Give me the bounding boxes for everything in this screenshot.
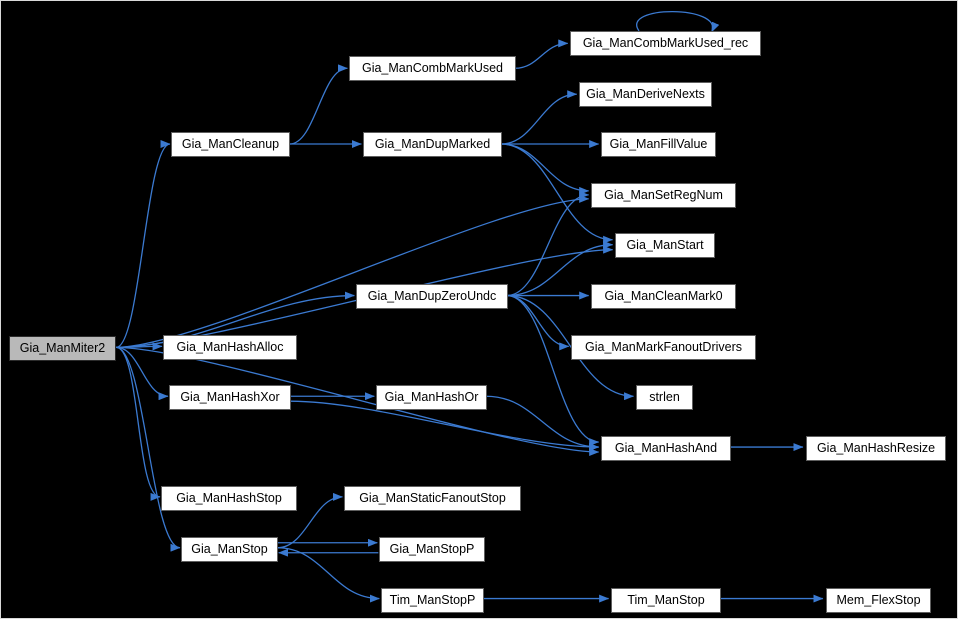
edge-dupmarked-start xyxy=(500,143,614,244)
edge-stop-staticfanoutstop xyxy=(277,492,343,549)
node-hashor[interactable]: Gia_ManHashOr xyxy=(376,385,487,410)
node-fillvalue[interactable]: Gia_ManFillValue xyxy=(601,132,716,157)
node-derivenexts[interactable]: Gia_ManDeriveNexts xyxy=(579,82,712,107)
edge-hashor-hashand xyxy=(485,395,600,452)
node-hashand[interactable]: Gia_ManHashAnd xyxy=(601,436,731,461)
node-staticfanoutstop[interactable]: Gia_ManStaticFanoutStop xyxy=(344,486,521,511)
node-timstop[interactable]: Tim_ManStop xyxy=(611,588,721,613)
edge-cleanup-combmarkused xyxy=(289,64,348,145)
node-cleanup[interactable]: Gia_ManCleanup xyxy=(171,132,290,157)
edge-miter2-stop xyxy=(116,346,181,552)
node-hashstop[interactable]: Gia_ManHashStop xyxy=(161,486,297,511)
node-strlen[interactable]: strlen xyxy=(636,385,693,410)
node-hashxor[interactable]: Gia_ManHashXor xyxy=(169,385,291,410)
edge-miter2-cleanup xyxy=(115,140,171,349)
node-timstopp[interactable]: Tim_ManStopP xyxy=(381,588,484,613)
node-miter2: Gia_ManMiter2 xyxy=(9,336,116,361)
edge-miter2-setregnum xyxy=(116,194,590,349)
node-dupzeroundc[interactable]: Gia_ManDupZeroUndc xyxy=(356,284,508,309)
edge-dupzeroundc-strlen xyxy=(506,294,634,401)
node-stop[interactable]: Gia_ManStop xyxy=(181,537,278,562)
node-dupmarked[interactable]: Gia_ManDupMarked xyxy=(363,132,502,157)
node-stopp[interactable]: Gia_ManStopP xyxy=(379,537,485,562)
edge-miter2-hashstop xyxy=(115,346,161,501)
node-hashalloc[interactable]: Gia_ManHashAlloc xyxy=(163,335,297,360)
node-markfanoutdrivers[interactable]: Gia_ManMarkFanoutDrivers xyxy=(571,335,756,360)
edge-hashxor-hashand xyxy=(290,400,600,452)
node-memflexstop[interactable]: Mem_FlexStop xyxy=(826,588,931,613)
node-combmarkused[interactable]: Gia_ManCombMarkUsed xyxy=(349,56,516,81)
edge-dupzeroundc-hashand xyxy=(506,294,600,447)
edge-miter2-hashxor xyxy=(116,346,169,401)
edge-stop-timstopp xyxy=(277,547,380,603)
edge-dupzeroundc-setregnum xyxy=(506,190,590,297)
node-hashresize[interactable]: Gia_ManHashResize xyxy=(806,436,946,461)
node-start[interactable]: Gia_ManStart xyxy=(615,233,715,258)
edge-combmarkused-combmarkused_rec xyxy=(514,39,569,69)
node-setregnum[interactable]: Gia_ManSetRegNum xyxy=(591,183,736,208)
edge-dupzeroundc-start xyxy=(506,240,614,297)
edge-dupmarked-derivenexts xyxy=(500,90,578,145)
node-combmarkused_rec[interactable]: Gia_ManCombMarkUsed_rec xyxy=(570,31,761,56)
node-cleanmark0[interactable]: Gia_ManCleanMark0 xyxy=(591,284,736,309)
edge-combmarkused_rec-combmarkused_rec xyxy=(636,11,720,33)
